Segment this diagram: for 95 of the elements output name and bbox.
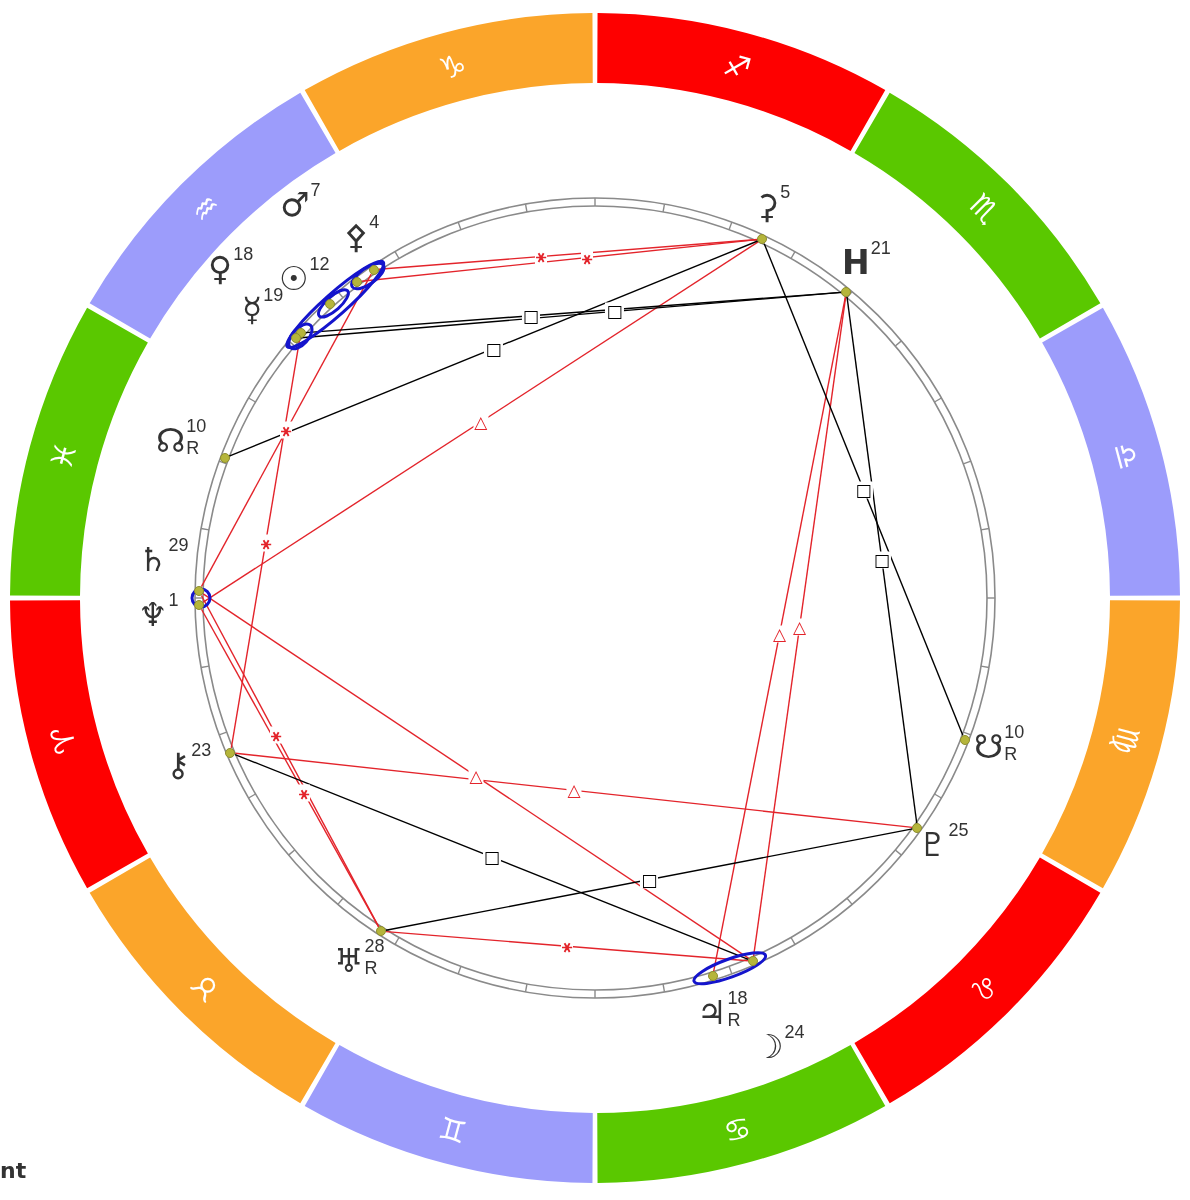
zodiac-sign-glyph: ♎ [1108,438,1145,473]
planet-dot [194,586,205,597]
aspect-symbol: △ [772,625,788,643]
aspect-symbol: ⚹ [269,726,282,744]
aspect-line [385,930,749,962]
degree-number: 18 [233,245,254,263]
degree-number: 25 [948,821,969,839]
aspect-symbol: △ [473,413,489,431]
aspect-line [752,296,847,957]
zodiac-sign-glyph: ♓ [45,438,82,473]
zodiac-sign-segment [304,13,593,151]
planet-glyph: ☽ [754,1030,784,1063]
planet-dot [959,734,970,745]
retrograde-mark: R [186,439,200,457]
planet-glyph: ♃ [697,996,727,1029]
planet-glyph: ⚴ [344,220,369,253]
zodiac-sign-glyph: ♈ [45,723,82,758]
degree-number: 12 [309,255,330,273]
aspect-line [846,296,918,824]
degree-number: 23 [191,741,212,759]
planet-dot [194,599,205,610]
planet-glyph: ♀ [208,252,233,285]
aspect-symbol: ⚹ [581,249,594,266]
aspect-line [228,240,759,457]
planet-glyph: ⚳ [755,190,780,223]
retrograde-mark: R [727,1011,741,1029]
degree-number: 21 [870,239,891,257]
aspect-line [202,593,750,960]
planet-dot [219,453,230,463]
aspect-line [202,241,759,603]
zodiac-sign-segment [1042,600,1180,889]
zodiac-sign-segment [854,857,1101,1104]
retrograde-mark: R [1004,745,1018,763]
degree-number: 1 [168,591,179,609]
planet-glyph: ♄ [138,543,168,576]
zodiac-sign-glyph: ♋ [720,1111,755,1148]
zodiac-sign-glyph: ♊ [435,1111,470,1148]
degree-number: 10 [1004,723,1025,741]
planet-glyph: ☋ [974,730,1004,763]
planet-dot [291,333,302,344]
degree-number: 10 [186,417,207,435]
aspect-symbol: ⚹ [259,534,272,552]
aspect-line [234,753,749,960]
planet-glyph: ☊ [156,424,186,457]
retrograde-mark: R [364,959,378,977]
aspect-line [234,752,914,829]
zodiac-sign-segment [304,1045,593,1183]
planet-dot [225,747,236,758]
planet-dot [351,276,362,287]
zodiac-sign-glyph: ♐ [720,48,755,85]
zodiac-sign-glyph: ♒ [185,188,227,230]
degree-number: 28 [364,937,385,955]
zodiac-sign-glyph: ♑ [435,48,470,85]
aspect-line [200,273,372,588]
aspect-symbol: □ [854,481,873,498]
degree-number: 29 [168,536,189,554]
zodiac-sign-glyph: ♉ [185,966,227,1008]
degree-number: 7 [310,181,321,199]
planet-dot [841,287,852,297]
planet-glyph: H [842,246,870,279]
planet-dot [912,822,923,833]
aspect-line [713,296,847,972]
planet-glyph: ♆ [138,598,168,631]
zodiac-sign-segment [89,92,336,339]
planet-glyph: ⚷ [166,748,191,781]
aspect-symbol: ⚹ [298,784,311,802]
planet-dot [368,264,379,275]
degree-number: 4 [369,213,380,231]
aspect-line [385,828,914,931]
zodiac-sign-segment [597,13,886,151]
footer-text: nt [0,1160,27,1182]
zodiac-sign-glyph: ♏ [963,188,1005,230]
planet-dot [707,971,718,982]
zodiac-sign-segment [89,857,336,1104]
degree-number: 5 [780,183,791,201]
planet-dot [757,234,768,245]
zodiac-sign-glyph: ♌ [963,966,1005,1008]
planet-dot [376,926,387,937]
planet-dot [325,298,335,309]
aspect-symbol: ⚹ [280,421,293,439]
planet-glyph: ☿ [242,293,263,326]
planet-dot [747,956,758,967]
planet-glyph: ♅ [334,944,364,977]
zodiac-sign-segment [1042,307,1180,596]
degree-number: 24 [784,1023,805,1041]
aspect-symbol: □ [605,302,624,320]
aspect-symbol: △ [792,618,808,636]
aspect-symbol: △ [468,767,484,785]
degree-number: 18 [727,989,748,1007]
zodiac-sign-glyph: ♍ [1108,723,1145,758]
planet-glyph: ♂ [280,188,310,221]
planet-glyph: ♇ [918,828,948,861]
aspect-line [763,243,964,736]
aspect-line [360,238,759,282]
aspect-symbol: □ [872,551,891,569]
